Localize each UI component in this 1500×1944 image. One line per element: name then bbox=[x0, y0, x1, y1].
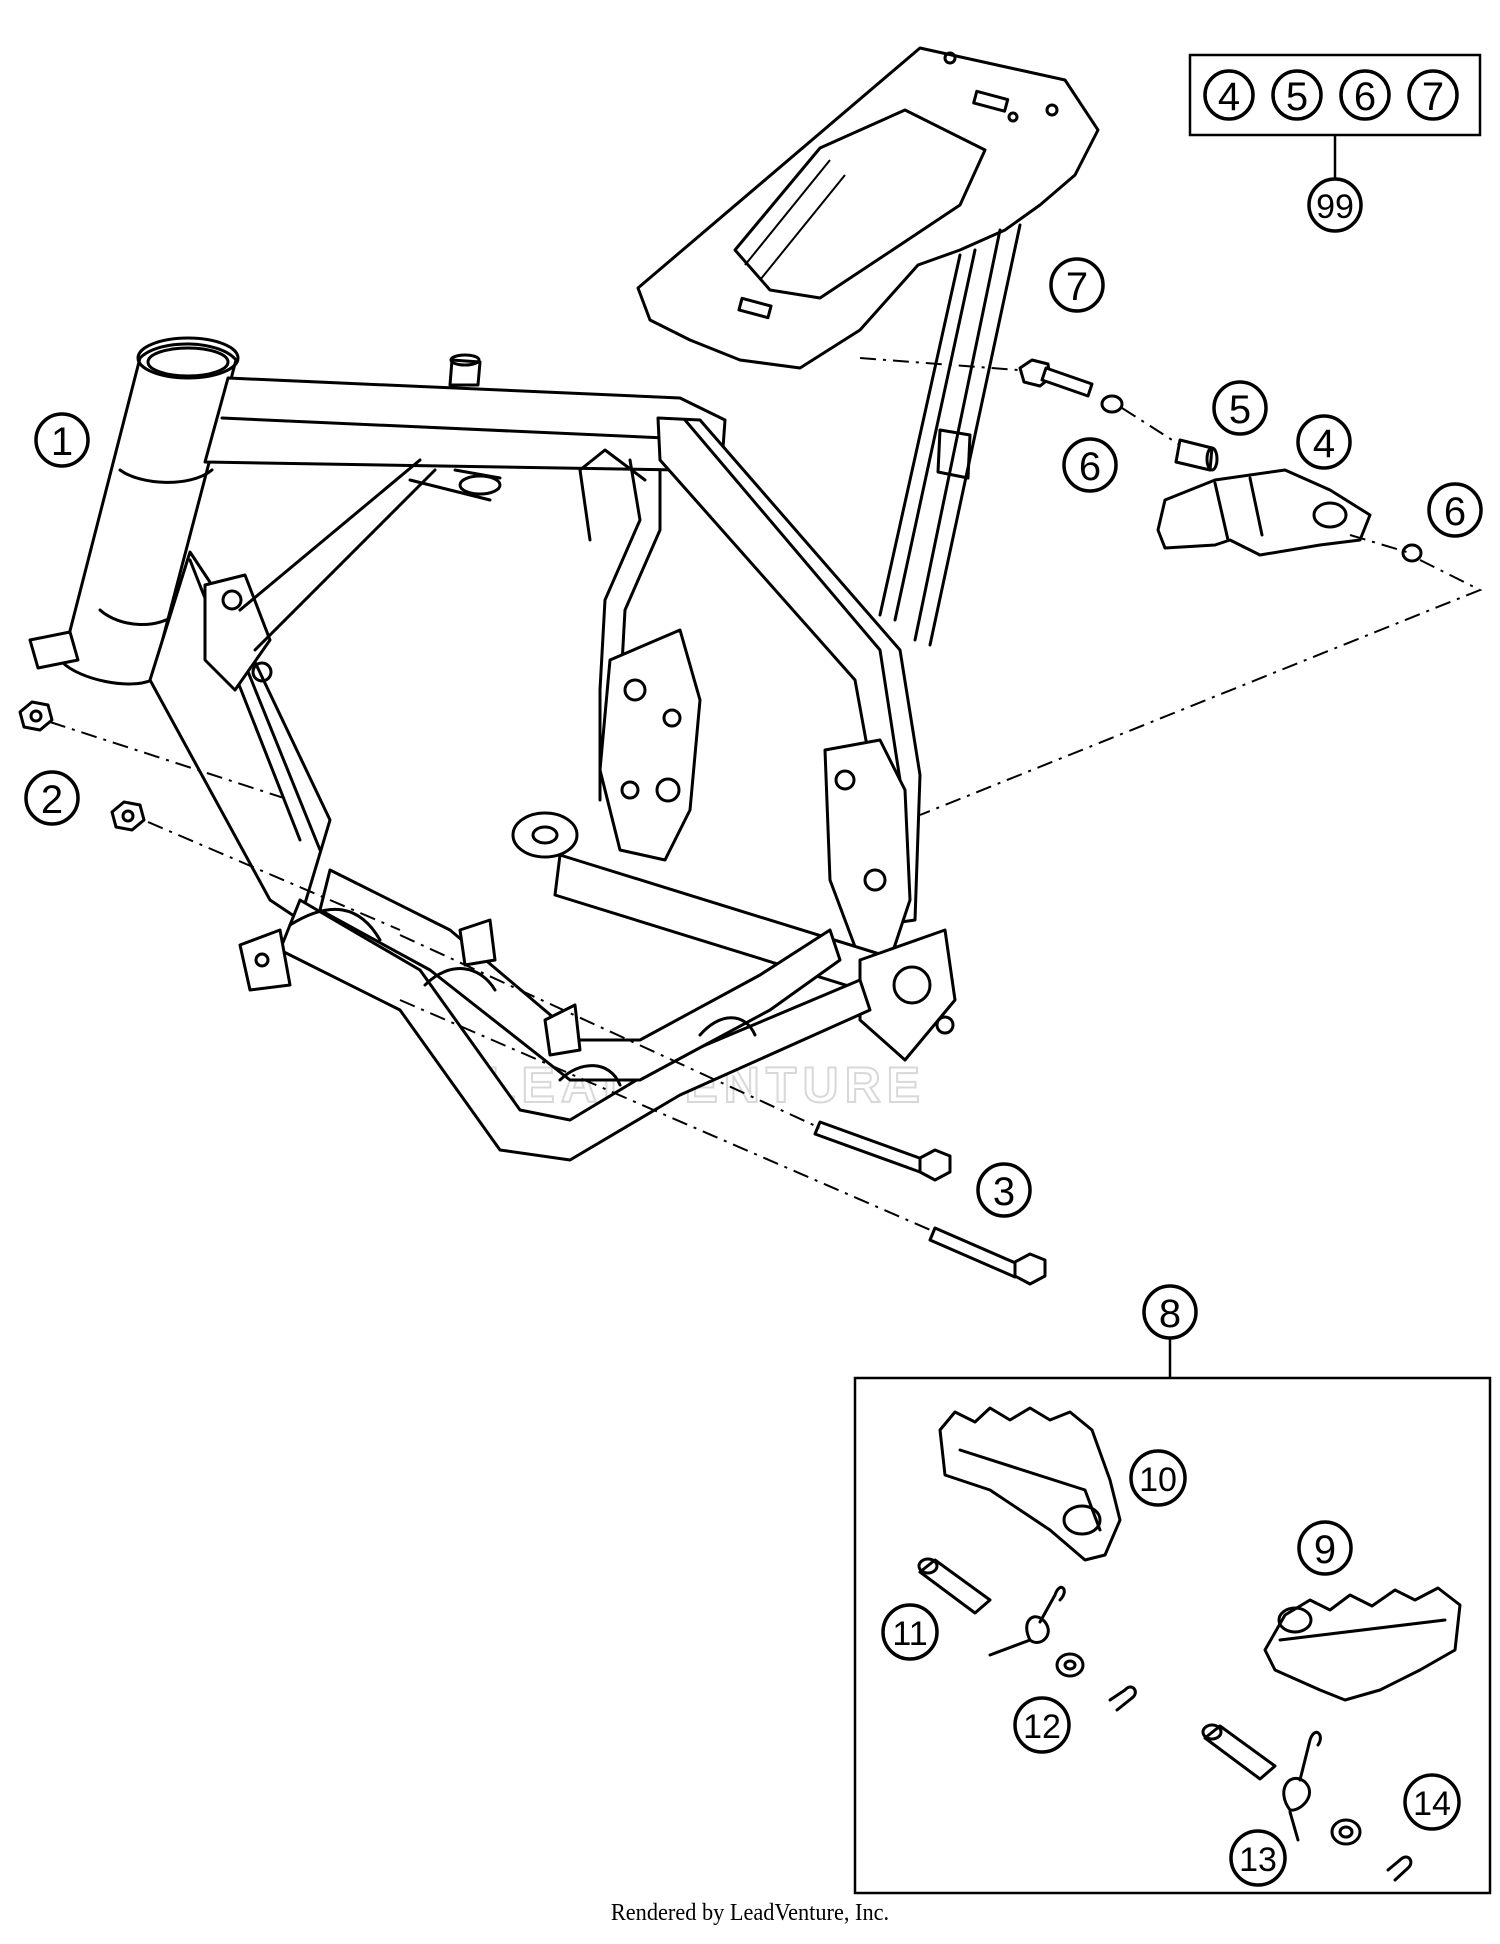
svg-text:2: 2 bbox=[41, 778, 63, 822]
svg-text:6: 6 bbox=[1079, 445, 1101, 489]
svg-text:4: 4 bbox=[1218, 75, 1240, 119]
svg-text:5: 5 bbox=[1286, 75, 1308, 119]
svg-text:3: 3 bbox=[993, 1170, 1015, 1214]
cotter-pin-lower bbox=[1386, 1855, 1413, 1882]
callout-9: 9 bbox=[1297, 1520, 1353, 1576]
frame-drawing bbox=[28, 46, 1100, 1162]
pivot-pin-lower bbox=[1203, 1724, 1277, 1781]
long-bolt-upper bbox=[813, 1120, 927, 1174]
callout-99: 99 bbox=[1307, 177, 1363, 233]
callout-10: 10 bbox=[1129, 1449, 1187, 1507]
footpeg-kit bbox=[853, 1338, 1492, 1895]
svg-text:13: 13 bbox=[1239, 1841, 1277, 1879]
flange-nut-lower bbox=[110, 800, 146, 832]
callout-13: 13 bbox=[1229, 1829, 1287, 1887]
callout-6-upper: 6 bbox=[1062, 437, 1118, 493]
callout-7-kit: 7 bbox=[1407, 69, 1459, 121]
callout-1: 1 bbox=[34, 412, 90, 468]
spring-upper bbox=[988, 1585, 1066, 1657]
footpeg-ten bbox=[938, 1406, 1122, 1562]
hardware-parts bbox=[18, 358, 1423, 1286]
svg-text:7: 7 bbox=[1422, 75, 1444, 119]
callout-6-lower: 6 bbox=[1427, 482, 1483, 538]
callout-5-kit: 5 bbox=[1271, 69, 1323, 121]
svg-text:12: 12 bbox=[1023, 1708, 1061, 1746]
pivot-pin-upper bbox=[918, 1558, 992, 1615]
washer-upper bbox=[1100, 394, 1124, 414]
callout-3: 3 bbox=[976, 1162, 1032, 1218]
svg-text:6: 6 bbox=[1354, 75, 1376, 119]
spring-lower bbox=[1282, 1730, 1322, 1842]
kit-box bbox=[1188, 53, 1482, 180]
svg-text:10: 10 bbox=[1139, 1461, 1177, 1499]
flange-nut-upper bbox=[18, 700, 54, 732]
swingarm-pivot-plate-left bbox=[823, 738, 912, 962]
svg-text:4: 4 bbox=[1313, 422, 1335, 466]
callout-6-kit: 6 bbox=[1339, 69, 1391, 121]
washer-lower bbox=[1401, 543, 1423, 563]
svg-text:14: 14 bbox=[1413, 1785, 1451, 1823]
rear-subframe-plate bbox=[636, 46, 1100, 370]
svg-text:99: 99 bbox=[1316, 188, 1354, 226]
svg-text:6: 6 bbox=[1444, 490, 1466, 534]
callout-7-bolt: 7 bbox=[1049, 257, 1105, 313]
callout-8: 8 bbox=[1142, 1284, 1198, 1340]
callout-4-stand: 4 bbox=[1296, 414, 1352, 470]
rear-subframe-cutout bbox=[733, 108, 987, 300]
assembly-guide-lines bbox=[49, 357, 1483, 1233]
callout-4-kit: 4 bbox=[1203, 69, 1255, 121]
callout-5-spacer: 5 bbox=[1212, 380, 1268, 436]
cotter-pin-upper bbox=[1108, 1685, 1137, 1712]
callout-11: 11 bbox=[881, 1603, 939, 1661]
footpeg-kit-frame bbox=[853, 1376, 1492, 1895]
rendered-by-footer: Rendered by LeadVenture, Inc. bbox=[610, 1900, 890, 1926]
svg-text:1: 1 bbox=[51, 420, 73, 464]
svg-text:11: 11 bbox=[892, 1615, 927, 1653]
long-bolt-lower bbox=[928, 1226, 1022, 1279]
svg-text:7: 7 bbox=[1066, 265, 1088, 309]
washer-kit-lower bbox=[1330, 1818, 1362, 1846]
svg-text:8: 8 bbox=[1159, 1292, 1181, 1336]
side-stand-bracket bbox=[1156, 468, 1372, 557]
callout-12: 12 bbox=[1013, 1696, 1071, 1754]
svg-text:5: 5 bbox=[1229, 388, 1251, 432]
svg-text:9: 9 bbox=[1314, 1528, 1336, 1572]
footpeg-nine bbox=[1263, 1586, 1462, 1702]
main-top-tube bbox=[203, 376, 727, 472]
washer-kit-upper bbox=[1055, 1652, 1085, 1678]
callout-14: 14 bbox=[1403, 1773, 1461, 1831]
front-down-tube bbox=[148, 550, 332, 922]
callout-2: 2 bbox=[24, 770, 80, 826]
swingarm-pivot-plate-right bbox=[598, 628, 702, 862]
